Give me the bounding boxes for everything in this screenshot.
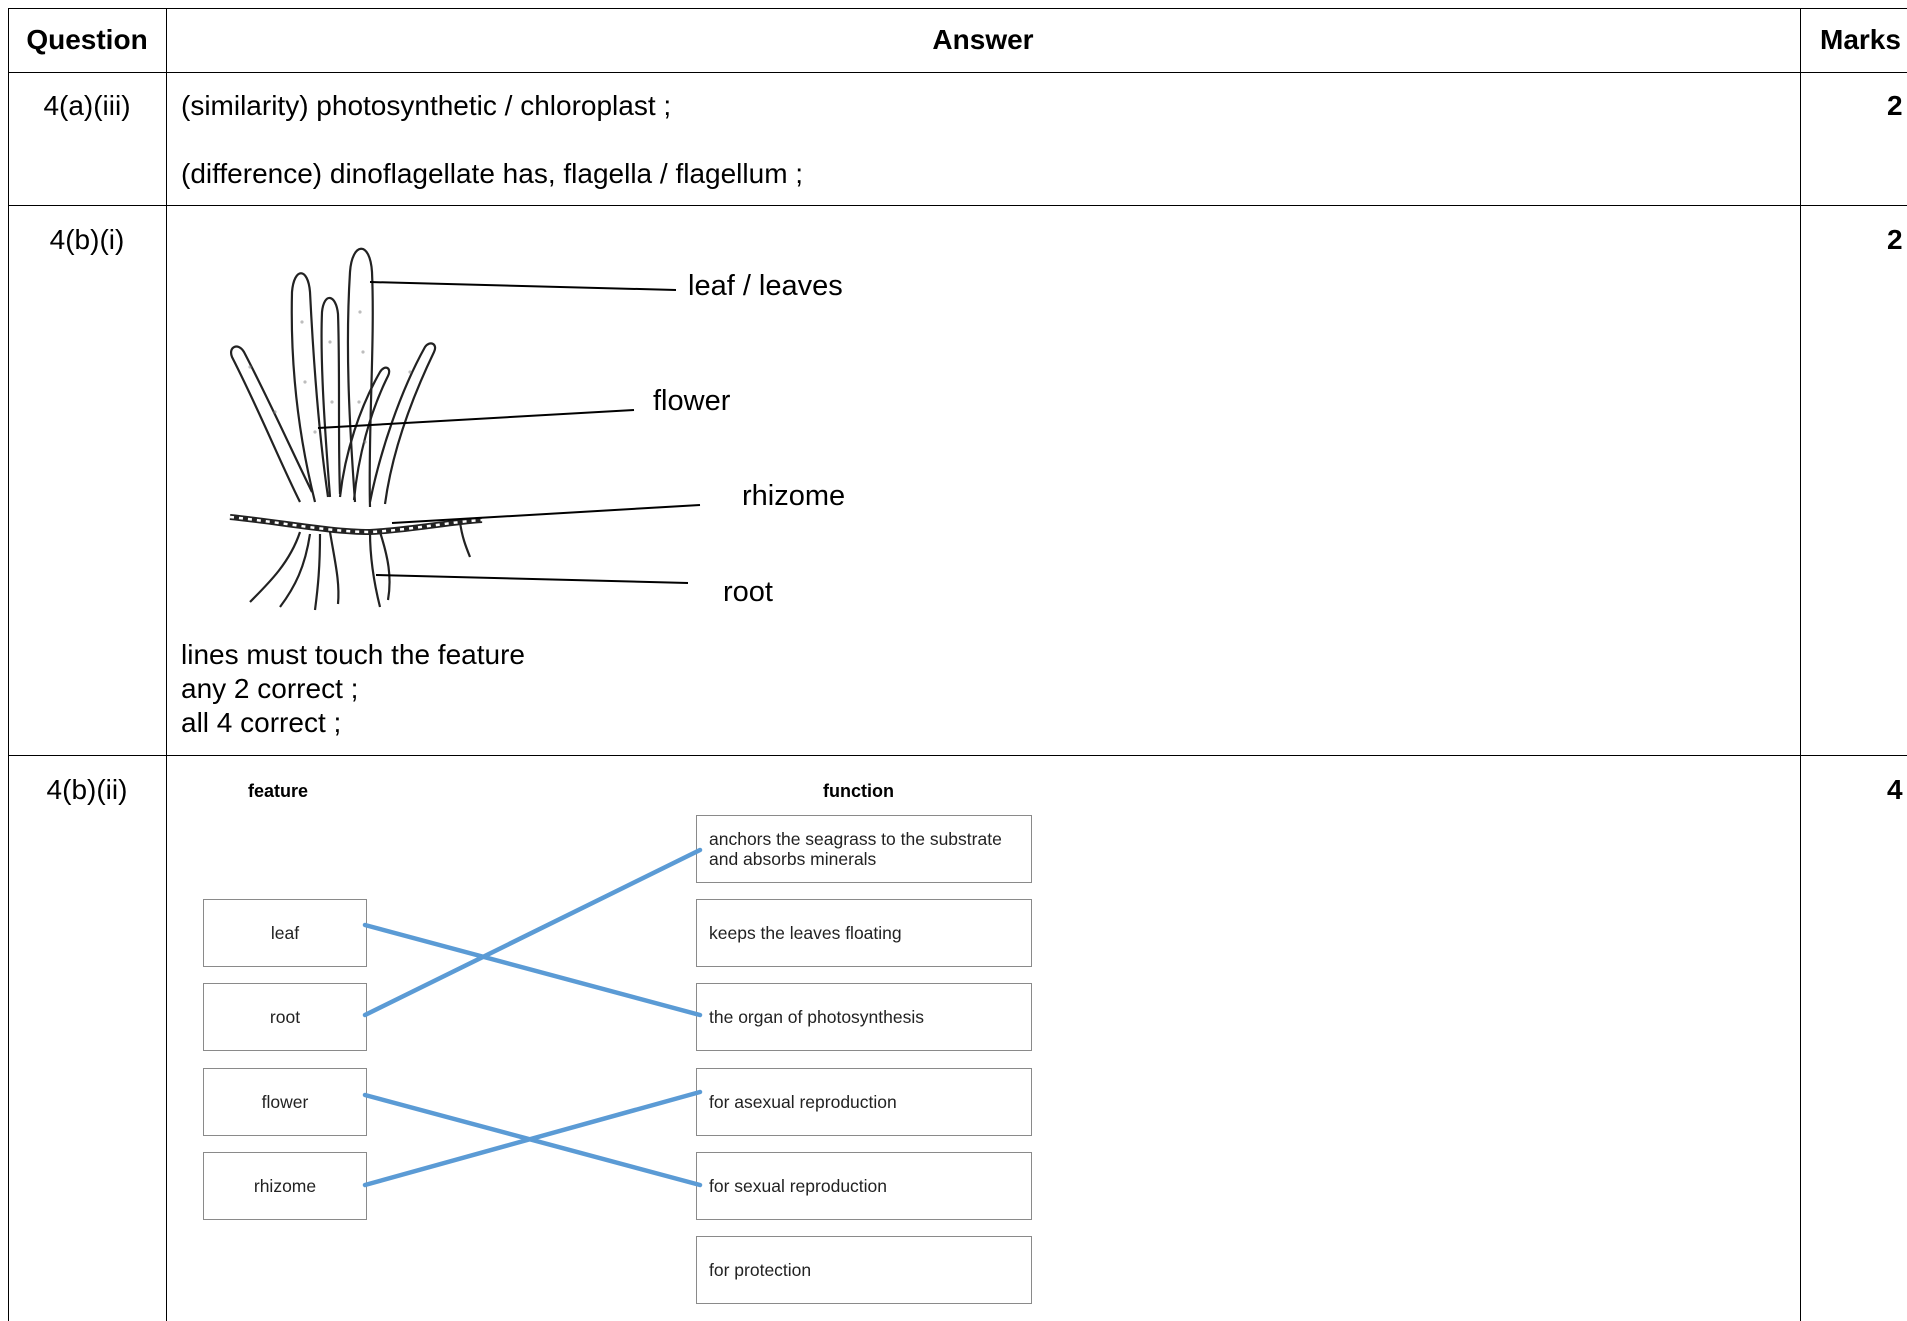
answer-column-header: Answer — [932, 24, 1034, 55]
question-number: 4(a)(iii) — [43, 90, 131, 121]
match-line-root — [362, 847, 703, 1018]
feature-box-leaf: leaf — [203, 899, 367, 967]
note-line: all 4 correct ; — [181, 707, 342, 738]
function-box: the organ of photosynthesis — [696, 983, 1032, 1051]
function-box: for protection — [696, 1236, 1032, 1304]
marks-column-divider — [1800, 8, 1801, 1321]
function-box: anchors the seagrass to the substrate an… — [696, 815, 1032, 883]
note-line: lines must touch the feature — [181, 639, 525, 670]
marks-value: 4 — [1887, 774, 1903, 805]
feature-box-rhizome: rhizome — [203, 1152, 367, 1220]
marks-value: 2 — [1887, 90, 1903, 121]
answer-line: (similarity) photosynthetic / chloroplas… — [181, 90, 672, 121]
seagrass-plant-illustration — [229, 247, 483, 611]
question-number: 4(b)(i) — [49, 224, 125, 255]
marks-value: 2 — [1887, 224, 1903, 255]
feature-box-flower: flower — [203, 1068, 367, 1136]
label-flower: flower — [653, 385, 731, 417]
row-divider — [8, 755, 1907, 756]
marks-column-header: Marks — [1820, 24, 1901, 55]
label-rhizome: rhizome — [742, 480, 846, 512]
row-divider — [8, 205, 1907, 206]
table-left-border — [8, 8, 9, 1321]
question-column-header: Question — [26, 24, 148, 55]
function-box: for sexual reproduction — [696, 1152, 1032, 1220]
question-number: 4(b)(ii) — [46, 774, 128, 805]
feature-heading: feature — [248, 781, 309, 801]
header-bottom-border — [8, 72, 1907, 73]
label-leaf: leaf / leaves — [688, 270, 843, 302]
feature-box-root: root — [203, 983, 367, 1051]
question-column-divider — [166, 8, 167, 1321]
function-box: for asexual reproduction — [696, 1068, 1032, 1136]
function-box: keeps the leaves floating — [696, 899, 1032, 967]
label-root: root — [723, 576, 773, 608]
match-line-rhizome — [362, 1089, 703, 1188]
note-line: any 2 correct ; — [181, 673, 359, 704]
marking-notes: lines must touch the feature any 2 corre… — [181, 638, 525, 740]
table-top-border — [8, 8, 1907, 9]
match-line-flower — [362, 1092, 703, 1188]
answer-line: (difference) dinoflagellate has, flagell… — [181, 158, 804, 189]
match-line-leaf — [362, 922, 703, 1018]
function-heading: function — [823, 781, 894, 801]
